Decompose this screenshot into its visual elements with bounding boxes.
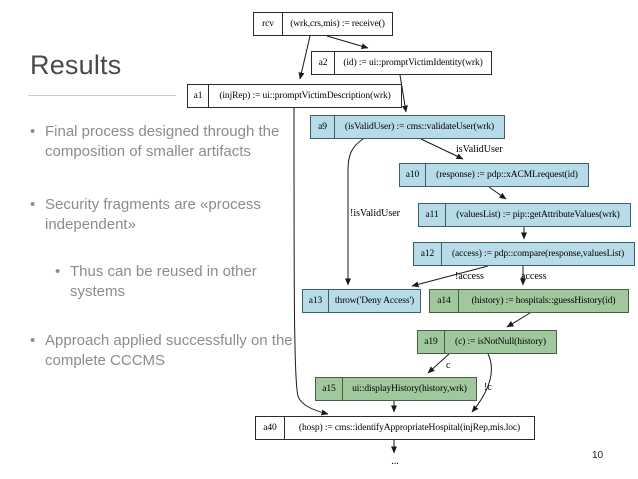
- node-label: (wrk,crs,mis) := receive(): [290, 19, 385, 29]
- slide-page-number: 10: [592, 450, 604, 461]
- node-a2: a2 (id) := ui::promptVictimIdentity(wrk): [311, 51, 492, 75]
- node-id: a19: [418, 331, 445, 353]
- node-id: a9: [311, 116, 335, 138]
- edge-label-not-access: !access: [455, 271, 484, 282]
- node-label: (hosp) := cms::identifyAppropriateHospit…: [298, 423, 521, 433]
- node-id: a12: [414, 243, 442, 265]
- bullet-text: Final process designed through the compo…: [45, 123, 280, 160]
- node-label: (c) := isNotNull(history): [455, 337, 546, 347]
- bullet-marker: •: [30, 196, 36, 213]
- edge-label-not-isvaliduser: !isValidUser: [350, 208, 400, 219]
- bullet-list: • Final process designed through the com…: [30, 122, 314, 371]
- node-id: a2: [312, 52, 335, 74]
- node-label: (valuesList) := pip::getAttributeValues(…: [456, 210, 620, 220]
- node-a13: a13 throw('Deny Access'): [302, 289, 421, 313]
- bullet-marker: •: [30, 332, 36, 349]
- node-a19: a19 (c) := isNotNull(history): [417, 330, 557, 354]
- title-divider: [28, 95, 176, 96]
- node-id: a1: [188, 85, 209, 107]
- node-a12: a12 (access) := pdp::compare(response,va…: [413, 242, 635, 266]
- node-a40: a40 (hosp) := cms::identifyAppropriateHo…: [255, 416, 535, 440]
- bullet-text: Approach applied successfully on the com…: [45, 332, 293, 369]
- edge-label-not-c: !c: [484, 382, 492, 393]
- bullet-marker: •: [30, 123, 36, 140]
- bullet-item: • Final process designed through the com…: [30, 122, 314, 162]
- page-title: Results: [30, 50, 122, 80]
- node-label: (injRep) := ui::promptVictimDescription(…: [219, 91, 391, 101]
- node-id: a14: [430, 290, 459, 312]
- node-a15: a15 ui::displayHistory(history,wrk): [315, 377, 477, 401]
- node-id: a10: [400, 164, 426, 186]
- node-label: (id) := ui::promptVictimIdentity(wrk): [343, 58, 483, 68]
- edge-label-c: c: [446, 360, 451, 371]
- node-id: a13: [303, 290, 329, 312]
- diagram-continuation-ellipsis: ...: [391, 456, 399, 467]
- node-a10: a10 (response) := pdp::xACMLrequest(id): [399, 163, 589, 187]
- bullet-item: • Security fragments are «process indepe…: [30, 195, 314, 235]
- node-a9: a9 (isValidUser) := cms::validateUser(wr…: [310, 115, 505, 139]
- bullet-marker: •: [55, 263, 61, 280]
- node-a11: a11 (valuesList) := pip::getAttributeVal…: [418, 203, 631, 227]
- node-label: (access) := pdp::compare(response,values…: [451, 249, 625, 259]
- node-id: rcv: [254, 13, 283, 35]
- node-rcv: rcv (wrk,crs,mis) := receive(): [253, 12, 393, 36]
- node-label: ui::displayHistory(history,wrk): [352, 384, 467, 394]
- bullet-item: • Approach applied successfully on the c…: [30, 331, 314, 371]
- edge-label-isvaliduser: isValidUser: [456, 144, 503, 155]
- bullet-subitem: • Thus can be reused in other systems: [55, 262, 314, 302]
- node-a14: a14 (history) := hospitals::guessHistory…: [429, 289, 629, 313]
- bullet-text: Security fragments are «process independ…: [45, 196, 261, 233]
- edge-label-access: access: [521, 271, 547, 282]
- node-a1: a1 (injRep) := ui::promptVictimDescripti…: [187, 84, 402, 108]
- node-label: (isValidUser) := cms::validateUser(wrk): [344, 122, 495, 132]
- node-id: a15: [316, 378, 343, 400]
- node-label: throw('Deny Access'): [334, 296, 415, 306]
- node-label: (history) := hospitals::guessHistory(id): [471, 296, 616, 306]
- node-label: (response) := pdp::xACMLrequest(id): [436, 170, 578, 180]
- node-id: a11: [419, 204, 446, 226]
- bullet-text: Thus can be reused in other systems: [70, 263, 257, 300]
- node-id: a40: [256, 417, 285, 439]
